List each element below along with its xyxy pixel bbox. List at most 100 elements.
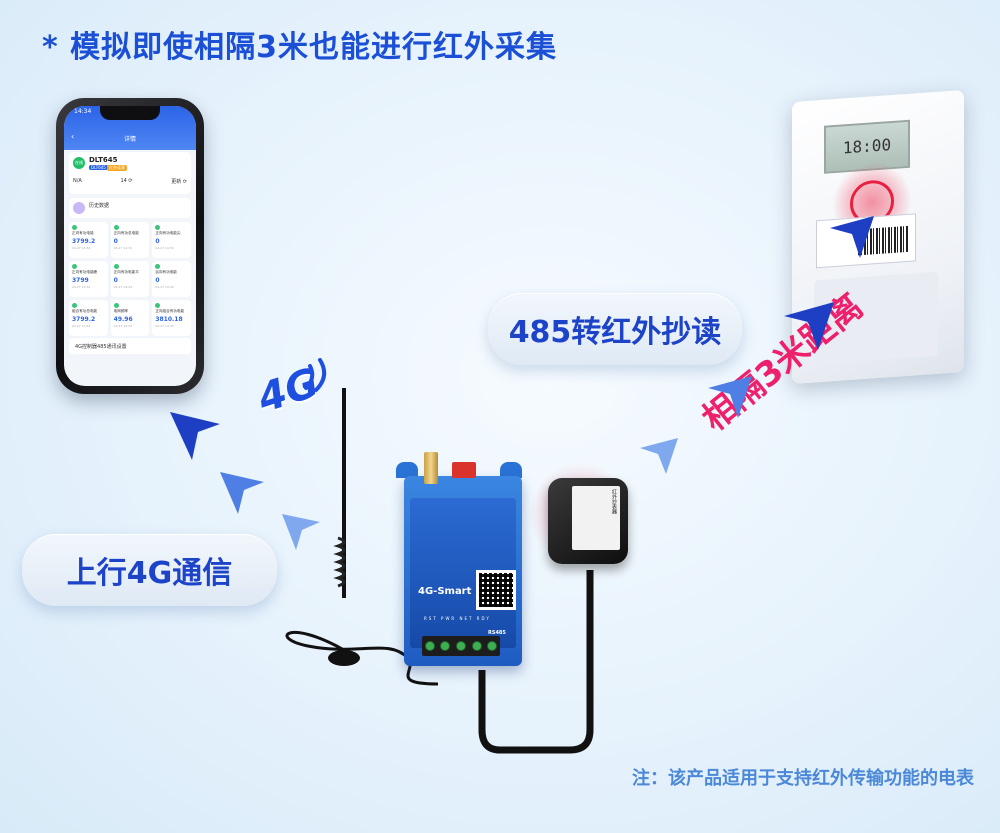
arrow-up-left-icon	[282, 514, 320, 550]
screw-icon	[487, 641, 498, 651]
cell-time: 04-27 14:34	[72, 324, 91, 328]
status-icon	[113, 264, 119, 269]
module-panel: 4G-Smart RST PWR NET RDY RS485	[410, 498, 516, 648]
cell-name: 组合有功总电能	[72, 309, 98, 313]
cell-name: 正向有功电能峰	[72, 270, 98, 274]
qr-code-icon	[476, 570, 516, 610]
device-stats-row: N/A 14 ⟳ 更新 ⟳	[73, 178, 187, 185]
4g-module: 4G-Smart RST PWR NET RDY RS485	[396, 452, 528, 670]
cell-value: 3799.2	[72, 316, 96, 323]
cell-value: 3799.2	[72, 238, 96, 245]
device-tag: 红外读表	[107, 165, 127, 171]
antenna	[285, 388, 438, 686]
device-card[interactable]: 在线 DLT645 DLT645 红外读表 N/A 14 ⟳ 更新 ⟳	[69, 152, 191, 194]
ir-probe: 红外抄表器	[530, 464, 632, 570]
probe-cable	[478, 570, 594, 754]
cell-name: 正向有功电能平	[113, 270, 139, 274]
probe-body: 红外抄表器	[548, 478, 628, 564]
cell-value: 3810.18	[155, 316, 183, 323]
status-icon	[155, 225, 161, 230]
smartphone: 14:34 ‹ 详情 在线 DLT645 DLT645 红外读表 N/A 14 …	[56, 98, 204, 394]
device-name: DLT645	[89, 156, 118, 164]
cell-value: 49.96	[113, 316, 133, 323]
cell-value: 0	[155, 238, 160, 245]
cell-time: 04-27 14:34	[155, 324, 174, 328]
arrow-up-left-icon	[220, 472, 264, 514]
cell-name: 谷向有功电能	[155, 270, 177, 274]
cell-name: 电网频率	[113, 309, 129, 313]
online-badge: 在线	[73, 157, 85, 169]
arrow-up-right-icon	[708, 376, 752, 418]
screw-icon	[424, 641, 435, 651]
ir-reading-pill: 485转红外抄读	[488, 293, 742, 365]
cell-time: 04-27 14:34	[72, 285, 91, 289]
arrow-up-left-icon	[170, 412, 220, 460]
arrow-up-right-icon	[640, 438, 678, 474]
arrow-up-right-icon	[830, 216, 874, 258]
cell-name: 正向组合有功电能	[155, 309, 185, 313]
device-stat: N/A	[73, 178, 82, 184]
cell-name: 正向有功电能	[72, 231, 94, 235]
status-icon	[113, 303, 119, 308]
status-icon	[72, 225, 77, 230]
module-brand: 4G-Smart	[418, 586, 472, 597]
sim-slot	[452, 462, 476, 478]
probe-sticker: 红外抄表器	[572, 486, 620, 550]
phone-title: 详情	[123, 136, 136, 143]
back-icon[interactable]: ‹	[71, 132, 75, 141]
device-tag: DLT645	[89, 165, 108, 170]
cell-time: 04-27 14:34	[113, 246, 132, 250]
status-icon	[113, 225, 119, 230]
footnote: 注：该产品适用于支持红外传输功能的电表	[632, 768, 974, 789]
history-data-button[interactable]: 历史数据	[69, 198, 191, 218]
terminal-block	[422, 636, 500, 656]
screw-icon	[471, 641, 482, 651]
mount-tab	[500, 462, 522, 478]
uplink-4g-pill: 上行4G通信	[22, 534, 277, 606]
led-labels: RST PWR NET RDY	[424, 616, 491, 621]
status-icon	[155, 303, 161, 308]
arrow-up-right-icon	[784, 302, 834, 350]
cell-time: 04-27 14:34	[155, 285, 174, 289]
phone-time: 14:34	[74, 108, 92, 115]
cell-name: 正向有功电能尖	[155, 231, 181, 235]
headline: * 模拟即使相隔3米也能进行红外采集	[42, 30, 558, 65]
screw-icon	[440, 641, 451, 651]
cell-time: 04-27 14:34	[113, 324, 132, 328]
rs485-label: RS485	[488, 630, 506, 636]
settings-row[interactable]: 4G控制器485通讯设置	[69, 338, 191, 354]
status-icon	[72, 264, 77, 269]
module-body: 4G-Smart RST PWR NET RDY RS485	[404, 476, 522, 666]
status-icon	[72, 303, 77, 308]
history-label: 历史数据	[89, 203, 110, 209]
device-stat: 14 ⟳	[120, 178, 133, 184]
history-icon	[73, 202, 85, 214]
cell-value: 0	[113, 238, 118, 245]
cell-name: 正向有功总电能	[113, 231, 139, 235]
signal-waves-icon	[304, 358, 327, 392]
phone-notch	[100, 106, 160, 120]
meter-lcd-text: 18:00	[842, 135, 892, 158]
cell-value: 3799	[72, 277, 89, 284]
sma-connector	[424, 452, 438, 484]
cell-time: 04-27 14:34	[72, 246, 91, 250]
screw-icon	[455, 641, 466, 651]
status-icon	[155, 264, 161, 269]
phone-screen: 14:34 ‹ 详情 在线 DLT645 DLT645 红外读表 N/A 14 …	[64, 106, 196, 386]
mount-tab	[396, 462, 418, 478]
cell-value: 0	[155, 277, 160, 284]
cell-time: 04-27 14:34	[155, 246, 174, 250]
cell-time: 04-27 14:34	[113, 285, 132, 289]
cell-value: 0	[113, 277, 118, 284]
device-stat: 更新 ⟳	[171, 179, 187, 185]
